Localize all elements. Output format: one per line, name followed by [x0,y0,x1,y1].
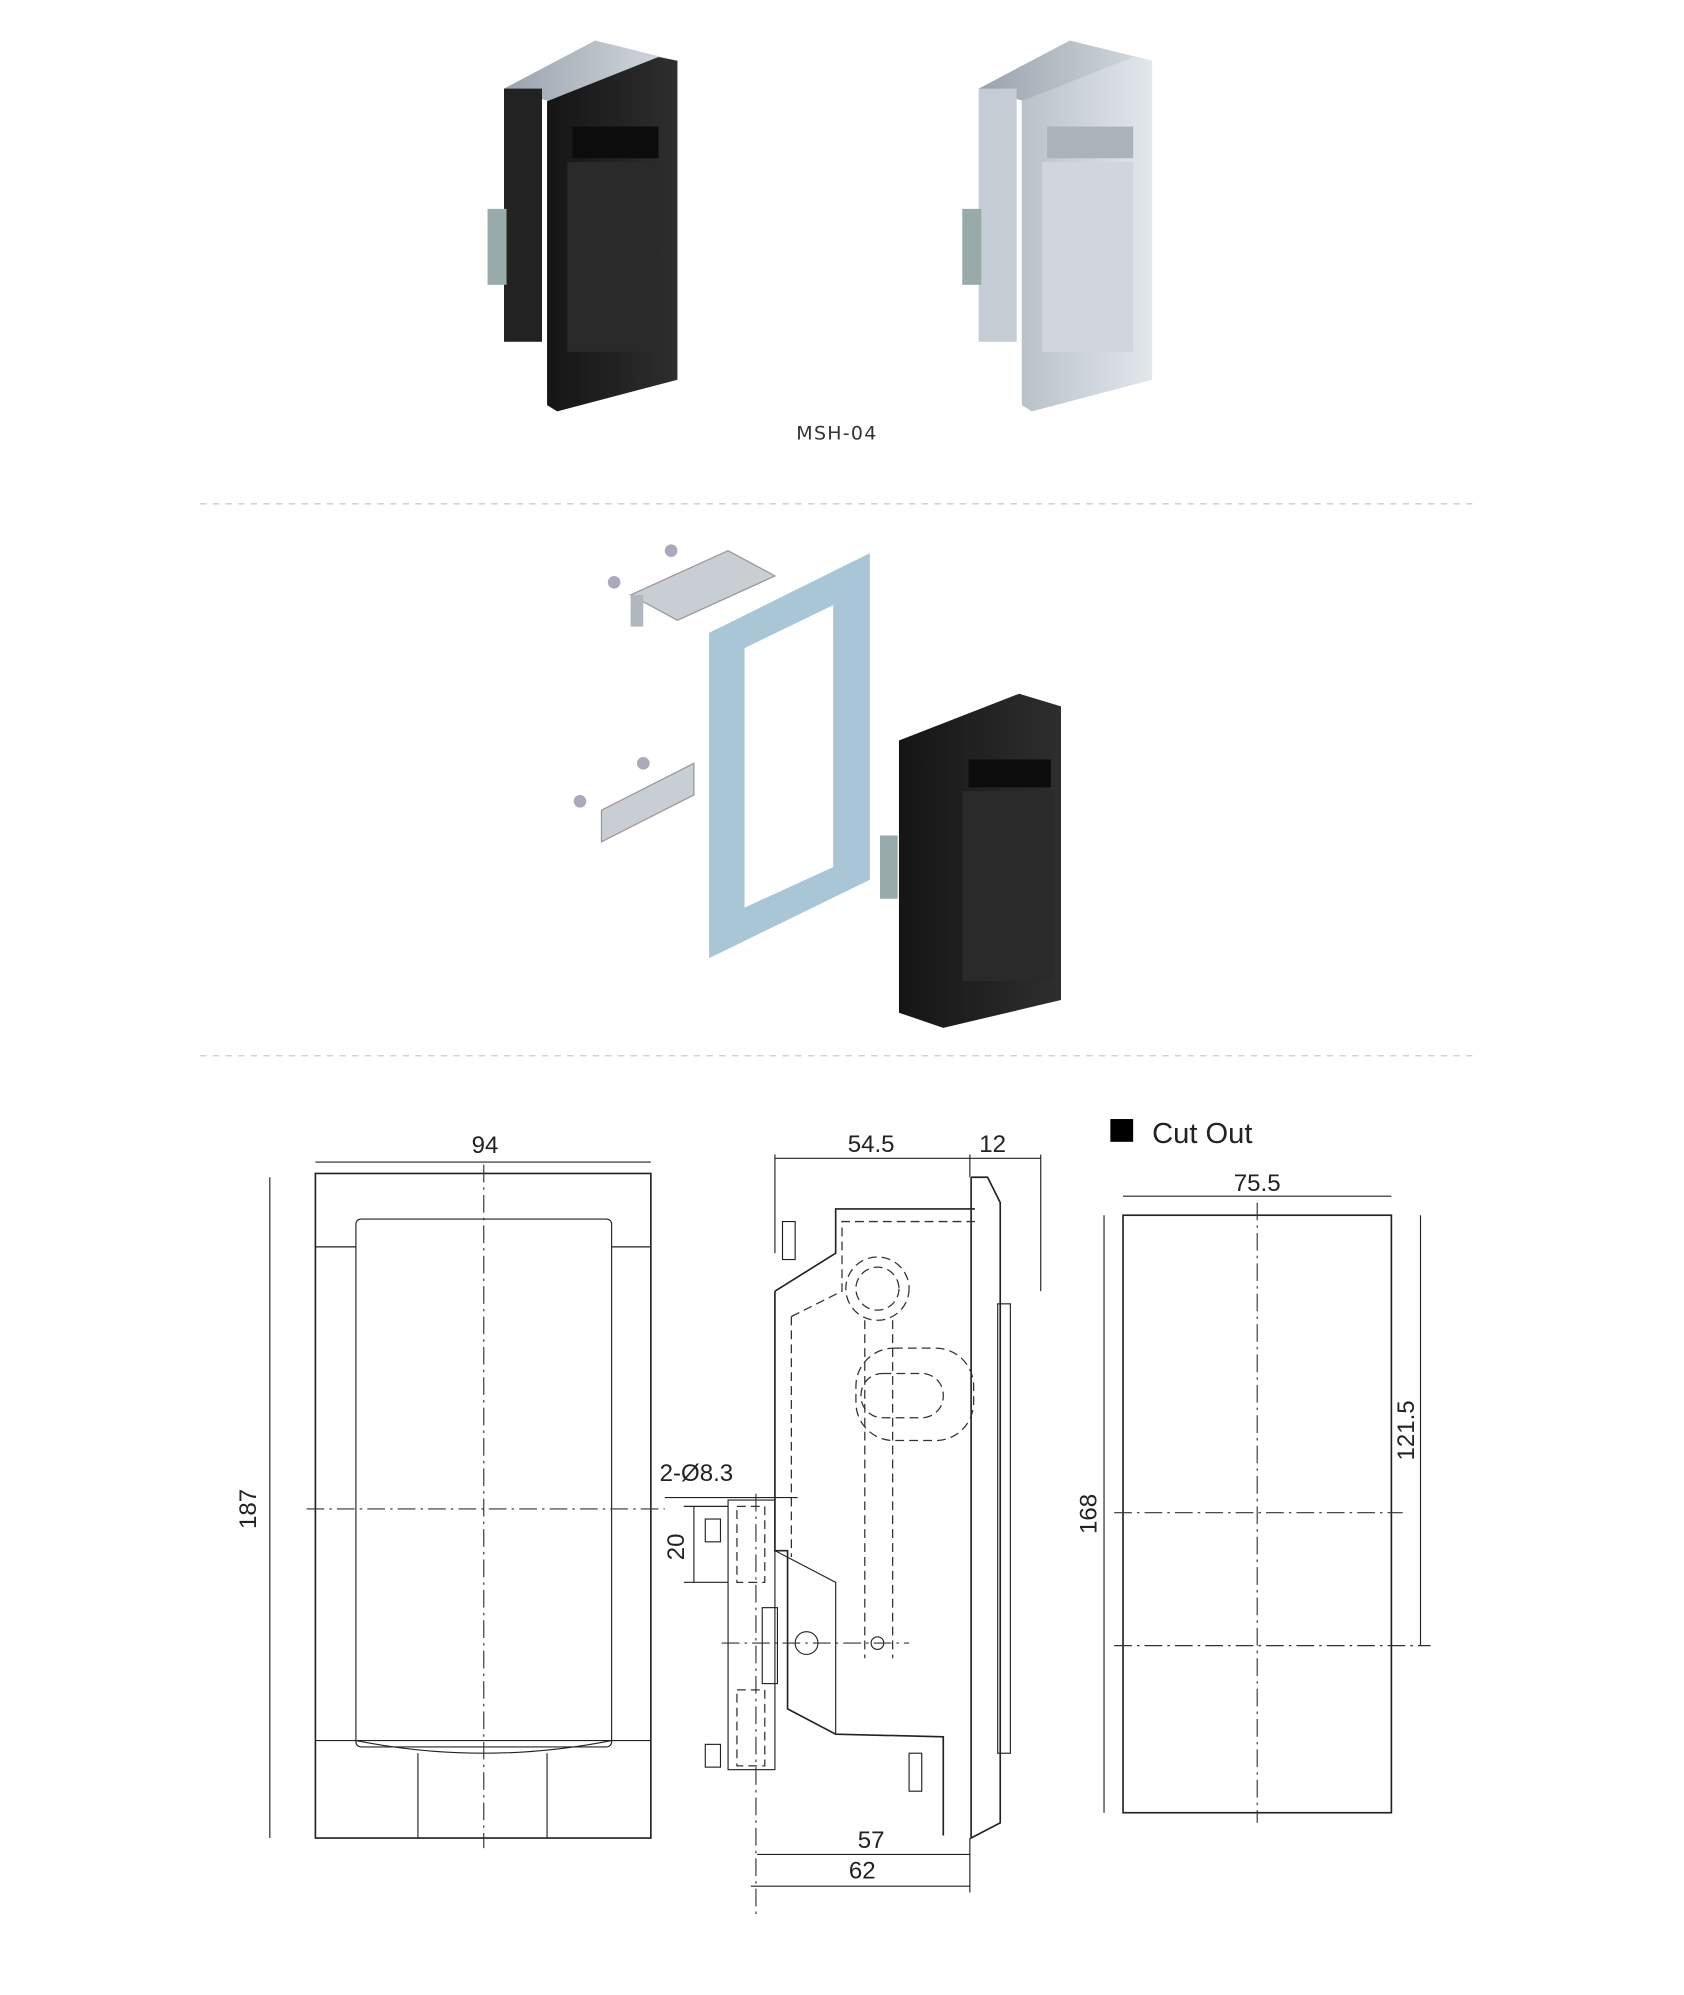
cutout-title: Cut Out [1152,1118,1252,1150]
silver-latch-image [962,40,1153,412]
hole-pitch-dimension: 20 [663,1534,690,1561]
cutout-legend-square [1110,1119,1134,1142]
side-view-drawing [664,1154,1042,1918]
hole-dimension: 2-Ø8.3 [660,1460,734,1487]
width-dimension: 94 [472,1132,499,1159]
cutout-height-dimension: 168 [1075,1494,1102,1534]
front-view-drawing [269,1161,665,1849]
depth-dimension-54-5: 54.5 [848,1131,895,1158]
height-dimension: 187 [235,1489,262,1529]
cutout-offset-dimension: 121.5 [1393,1400,1420,1460]
depth-dimension-62: 62 [849,1858,876,1885]
flange-dimension-12: 12 [979,1131,1006,1158]
cutout-width-dimension: 75.5 [1234,1170,1281,1197]
exploded-assembly-image [573,544,1061,1028]
cutout-drawing [1103,1195,1431,1823]
black-latch-image [487,40,678,412]
depth-dimension-57: 57 [858,1827,885,1854]
model-label: MSH-04 [796,422,877,444]
